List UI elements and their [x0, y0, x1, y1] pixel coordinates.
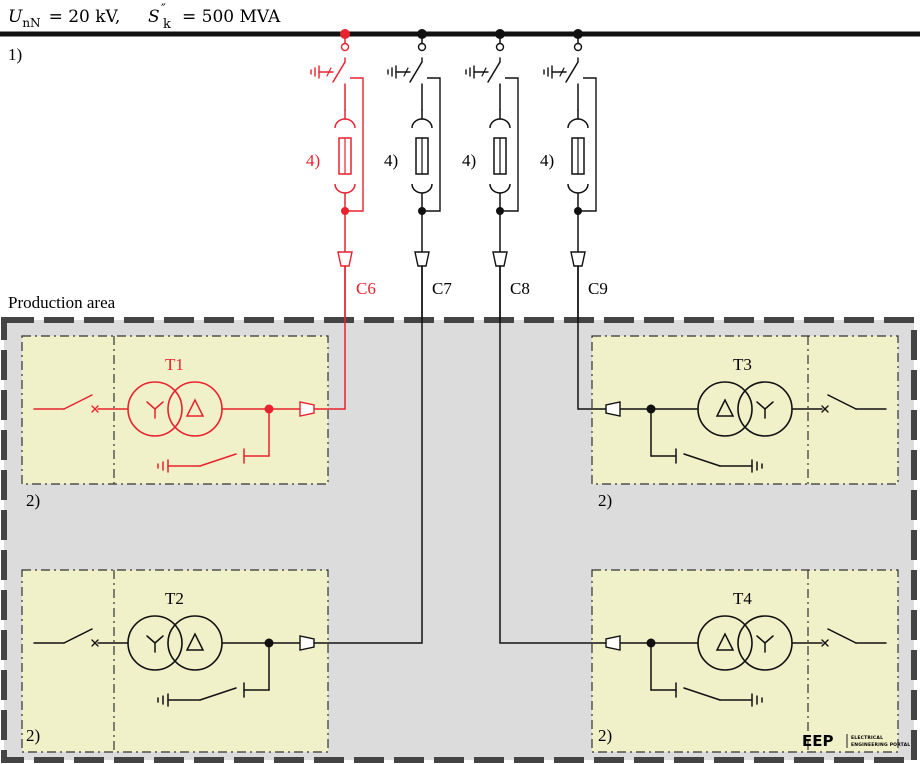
fuse-note-c6: 4) — [306, 151, 320, 170]
busbar: UnN = 20 kV, S ″ k = 500 MVA 1) — [0, 2, 920, 64]
fuse-note-c8: 4) — [462, 151, 476, 170]
station-t1 — [33, 381, 319, 473]
station-note-t4: 2) — [598, 726, 612, 745]
station-t4 — [601, 615, 887, 707]
cable-sealing-end — [570, 251, 586, 267]
cable-sealing-end — [605, 635, 621, 651]
eep-logo-mark: EEP — [802, 732, 834, 750]
fuse-bracket-bottom — [411, 183, 433, 194]
fuse-bracket-top — [489, 118, 511, 129]
fuse-trip-linkage — [345, 77, 364, 212]
feeder-label-c8: C8 — [510, 279, 530, 298]
feeder-bay-c6 — [310, 29, 364, 320]
station-box-t3 — [591, 335, 899, 485]
fuse-bracket-top — [411, 118, 433, 129]
cable-sealing-end — [605, 401, 621, 417]
station-note-t3: 2) — [598, 491, 612, 510]
delta-connection-icon — [185, 632, 205, 651]
earth-switch-blade — [683, 687, 721, 701]
earth-switch-blade — [683, 453, 721, 467]
cable-routes — [317, 265, 602, 644]
busbar-voltage-value: = 20 kV, — [49, 7, 121, 27]
stations — [33, 381, 887, 707]
cable-sealing-end — [299, 401, 315, 417]
feeder-bay-c7 — [387, 29, 441, 320]
feeder-bay-c9 — [543, 29, 597, 320]
station-label-t3: T3 — [733, 355, 752, 374]
feeder-label-c7: C7 — [432, 279, 452, 298]
earth-switch-blade — [199, 687, 237, 701]
busbar-sc-sub: k — [163, 17, 171, 32]
fuse-trip-linkage — [578, 77, 597, 212]
eep-logo-line1: ELECTRICAL — [851, 735, 883, 741]
fuse-bracket-bottom — [567, 183, 589, 194]
transformer-winding-lv — [737, 615, 793, 671]
feeder-labels: C6 C7 C8 C9 — [356, 279, 608, 298]
delta-connection-icon — [715, 398, 735, 417]
lv-circuit-breaker-blade — [827, 394, 857, 410]
busbar-note: 1) — [8, 45, 22, 64]
cable-sealing-end — [492, 251, 508, 267]
station-t2 — [33, 615, 319, 707]
cable-sealing-end — [299, 635, 315, 651]
load-break-switch-blade — [332, 61, 346, 83]
cable-c9 — [577, 266, 602, 410]
fuse-note-c7: 4) — [384, 151, 398, 170]
fuse-trip-linkage — [422, 77, 441, 212]
disconnect-contact — [495, 42, 505, 52]
lv-circuit-breaker-blade — [827, 628, 857, 644]
station-note-t1: 2) — [26, 491, 40, 510]
production-area-label: Production area — [8, 293, 116, 312]
disconnect-contact — [340, 42, 350, 52]
station-label-t4: T4 — [733, 589, 752, 608]
disconnect-contact — [573, 42, 583, 52]
station-label-t2: T2 — [165, 589, 184, 608]
transformer-winding-lv — [737, 381, 793, 437]
busbar-sc-symbol: S — [148, 7, 160, 27]
station-box-t1 — [21, 335, 329, 485]
cable-c8 — [499, 266, 602, 644]
fuse-bracket-bottom — [489, 183, 511, 194]
transformer-winding-lv — [127, 381, 183, 437]
feeder-label-c9: C9 — [588, 279, 608, 298]
busbar-voltage-symbol: U — [8, 7, 23, 27]
station-t3 — [601, 381, 887, 473]
fuse-notes: 4) 4) 4) 4) — [306, 151, 554, 170]
load-break-switch-blade — [487, 61, 501, 83]
fuse-bracket-top — [567, 118, 589, 129]
busbar-sc-value: = 500 MVA — [182, 7, 281, 27]
fuse-bracket-top — [334, 118, 356, 129]
load-break-switch-blade — [565, 61, 579, 83]
transformer-winding-lv — [127, 615, 183, 671]
lv-circuit-breaker-blade — [63, 394, 93, 410]
lv-circuit-breaker-blade — [63, 628, 93, 644]
feeder-bay-c8 — [465, 29, 519, 320]
earth-switch-blade — [199, 453, 237, 467]
busbar-sc-prime: ″ — [161, 2, 166, 17]
fuse-bracket-bottom — [334, 183, 356, 194]
station-label-t1: T1 — [165, 355, 184, 374]
feeder-label-c6: C6 — [356, 279, 376, 298]
busbar-voltage-sub: nN — [22, 16, 40, 30]
station-labels: T1 T2 T3 T4 2) 2) 2) 2) — [26, 355, 752, 745]
fuse-trip-linkage — [500, 77, 519, 212]
svg-text:UnN= 20 kV,: UnN = 20 kV, — [8, 7, 120, 30]
cable-sealing-end — [337, 251, 353, 267]
load-break-switch-blade — [409, 61, 423, 83]
delta-connection-icon — [715, 632, 735, 651]
eep-logo-line2: ENGINEERING PORTAL — [851, 742, 910, 748]
feeder-bays — [310, 29, 597, 320]
station-note-t2: 2) — [26, 726, 40, 745]
fuse-note-c9: 4) — [540, 151, 554, 170]
cable-c7 — [318, 266, 423, 644]
delta-connection-icon — [185, 398, 205, 417]
disconnect-contact — [417, 42, 427, 52]
cable-sealing-end — [414, 251, 430, 267]
eep-logo: EEP ELECTRICAL ENGINEERING PORTAL — [802, 732, 910, 750]
